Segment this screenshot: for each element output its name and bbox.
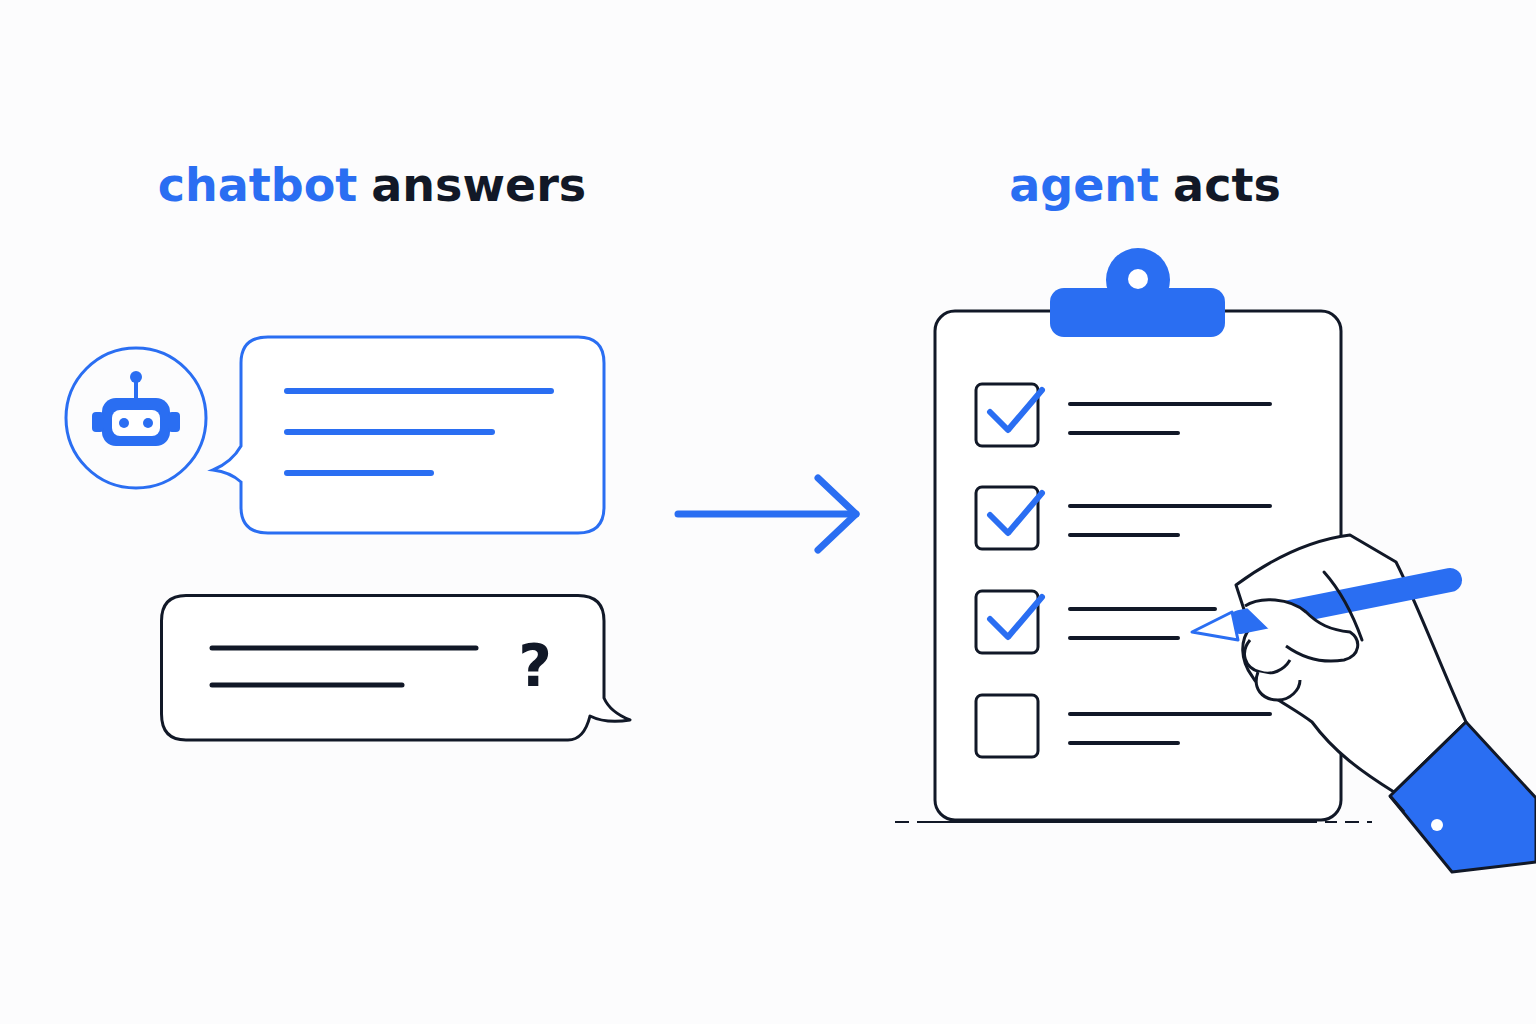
heading-word: acts	[1173, 158, 1281, 213]
panel-heading: chatbotanswers	[158, 158, 587, 213]
heading-word: agent	[1009, 158, 1159, 213]
bubble-outline	[160, 594, 632, 744]
robot-avatar	[66, 348, 206, 488]
writing-hand	[1192, 535, 1536, 872]
question-bubble: ?	[160, 594, 632, 744]
heading-word: chatbot	[158, 158, 358, 213]
panel-heading: agent acts	[1009, 158, 1281, 213]
question-mark: ?	[518, 637, 552, 695]
clipboard	[895, 248, 1372, 822]
transition-arrow	[678, 478, 856, 550]
heading-word: answers	[371, 158, 586, 213]
reply-bubble	[213, 337, 604, 533]
